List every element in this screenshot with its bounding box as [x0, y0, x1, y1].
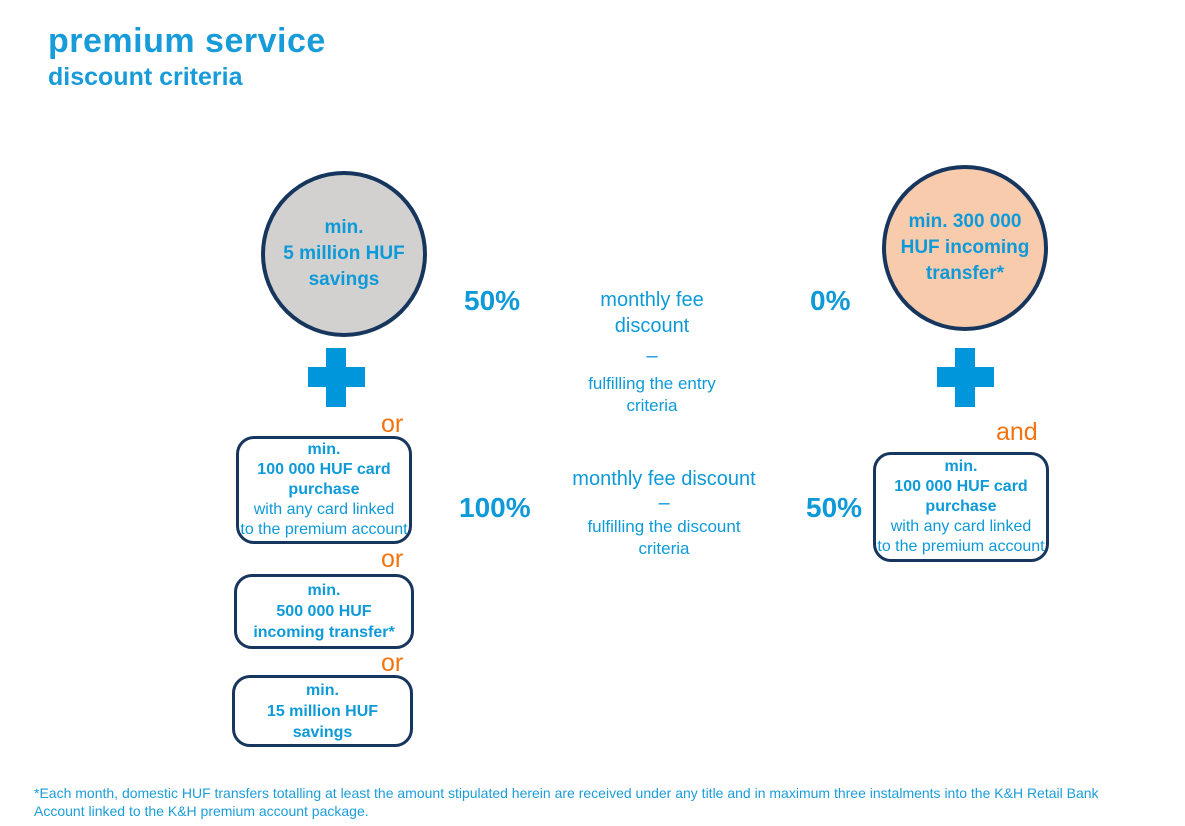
- or-label: or: [381, 545, 404, 573]
- circle-line: min.: [324, 217, 364, 238]
- page-title: premium service: [48, 22, 326, 60]
- box-line: min.: [306, 681, 339, 699]
- box-line: incoming transfer*: [253, 624, 395, 641]
- footnote: *Each month, domestic HUF transfers tota…: [34, 785, 1099, 819]
- savings-box: min. 15 million HUF savings: [232, 675, 413, 747]
- description-line: fulfilling the entry: [588, 374, 716, 393]
- incoming-transfer-circle-text: min. 300 000 HUF incoming transfer*: [901, 209, 1030, 287]
- circle-line: transfer*: [925, 263, 1005, 284]
- card-purchase-box: min. 100 000 HUF card purchase with any …: [236, 436, 412, 544]
- entry-discount-description: monthly fee discount – fulfilling the en…: [542, 287, 762, 417]
- card-purchase-box-right: min. 100 000 HUF card purchase with any …: [873, 452, 1049, 562]
- description-line: monthly fee: [600, 289, 704, 311]
- plus-icon: [308, 348, 365, 407]
- dash-separator: –: [658, 492, 670, 514]
- description-line: criteria: [626, 396, 678, 415]
- box-line: 15 million HUF: [266, 702, 379, 720]
- entry-discount-left-pct: 50%: [464, 285, 521, 316]
- box-line: to the premium account: [240, 521, 408, 538]
- savings-circle-text: min. 5 million HUF savings: [283, 215, 404, 293]
- box-line: 100 000 HUF card: [257, 461, 391, 478]
- box-line: with any card linked: [890, 518, 1032, 535]
- page-subtitle: discount criteria: [48, 63, 243, 91]
- circle-line: savings: [308, 269, 380, 290]
- and-label: and: [996, 418, 1038, 446]
- box-line: min.: [944, 458, 978, 475]
- box-line: purchase: [288, 481, 360, 498]
- or-label: or: [381, 410, 404, 438]
- box-line: to the premium account: [877, 538, 1045, 555]
- box-line: min.: [307, 441, 341, 458]
- box-line: purchase: [925, 498, 997, 515]
- full-discount-right-pct: 50%: [806, 492, 863, 523]
- circle-line: 5 million HUF: [283, 243, 405, 264]
- description-line: discount: [614, 315, 690, 337]
- circle-line: min. 300 000: [908, 211, 1022, 232]
- plus-icon: [937, 348, 994, 407]
- description-line: monthly fee discount: [572, 468, 756, 490]
- title-block: premium service discount criteria: [48, 20, 326, 93]
- box-line: 100 000 HUF card: [894, 478, 1028, 495]
- box-line: min.: [307, 582, 341, 599]
- box-line: 500 000 HUF: [276, 603, 372, 620]
- full-discount-left-pct: 100%: [459, 492, 531, 523]
- box-line: with any card linked: [253, 501, 395, 518]
- full-discount-description: monthly fee discount – fulfilling the di…: [534, 466, 794, 560]
- circle-line: HUF incoming: [900, 237, 1030, 258]
- or-label: or: [381, 649, 404, 677]
- dash-separator: –: [646, 345, 658, 367]
- box-line: savings: [292, 723, 353, 741]
- savings-circle: min. 5 million HUF savings: [261, 171, 427, 337]
- incoming-transfer-circle: min. 300 000 HUF incoming transfer*: [882, 165, 1048, 331]
- description-line: criteria: [638, 539, 690, 558]
- incoming-transfer-box: min. 500 000 HUF incoming transfer*: [234, 574, 414, 649]
- description-line: fulfilling the discount: [587, 517, 741, 536]
- entry-discount-right-pct: 0%: [810, 285, 851, 316]
